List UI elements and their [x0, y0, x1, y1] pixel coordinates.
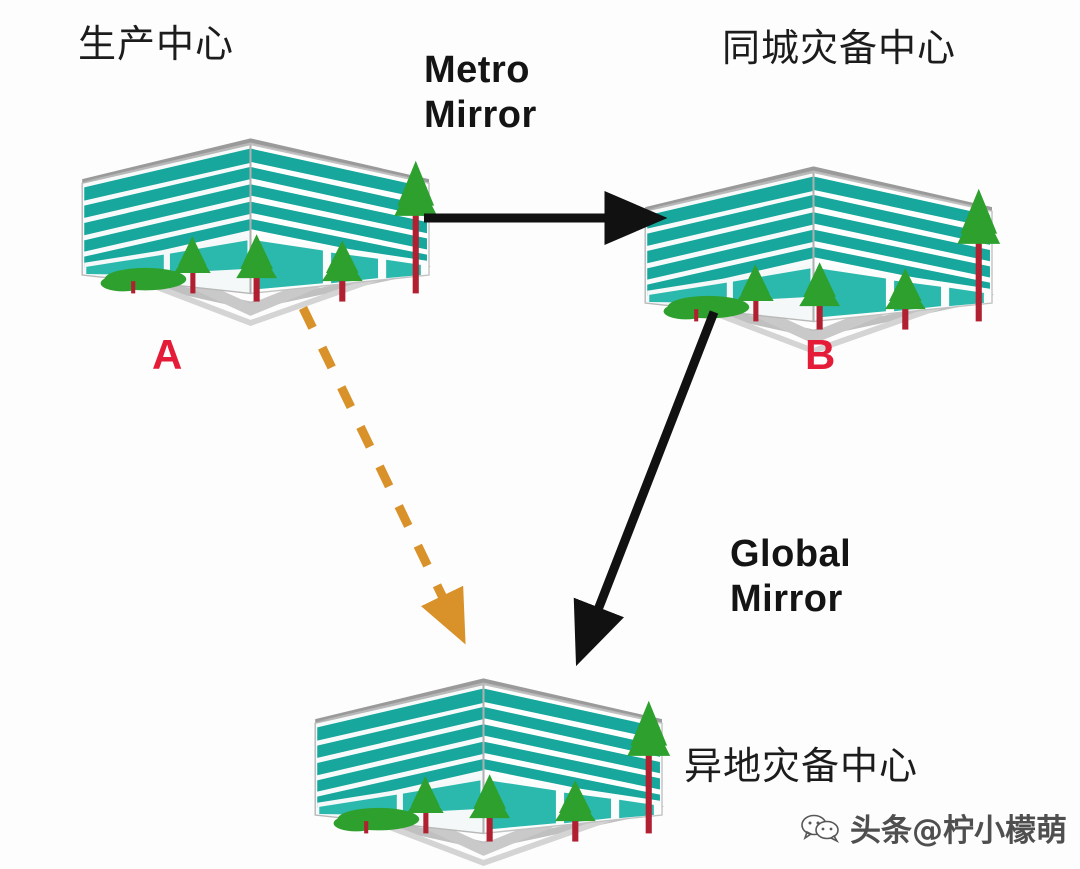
arrow-global-mirror	[573, 310, 719, 667]
label-production-center: 生产中心	[78, 22, 235, 66]
wechat-bubble-icon	[801, 814, 840, 843]
watermark-text: 头条@柠小檬萌	[850, 813, 1067, 849]
label-global-mirror-line1: Global	[730, 533, 852, 575]
label-metro-mirror: Metro Mirror	[424, 48, 537, 138]
label-global-mirror-line2: Mirror	[730, 577, 843, 620]
node-letter-a: A	[152, 331, 183, 378]
node-letter-b: B	[805, 331, 836, 378]
label-metro-mirror-line1: Metro	[424, 49, 530, 91]
label-metro-mirror-line2: Mirror	[424, 93, 537, 136]
label-same-city-dr-center: 同城灾备中心	[722, 26, 957, 70]
building-a	[81, 137, 439, 328]
arrow-async-replication	[298, 306, 466, 645]
label-remote-dr-center: 异地灾备中心	[684, 744, 919, 788]
building-b	[644, 165, 1002, 356]
building-c	[314, 677, 672, 868]
label-global-mirror: Global Mirror	[730, 532, 851, 622]
watermark: 头条@柠小檬萌	[800, 805, 1067, 850]
